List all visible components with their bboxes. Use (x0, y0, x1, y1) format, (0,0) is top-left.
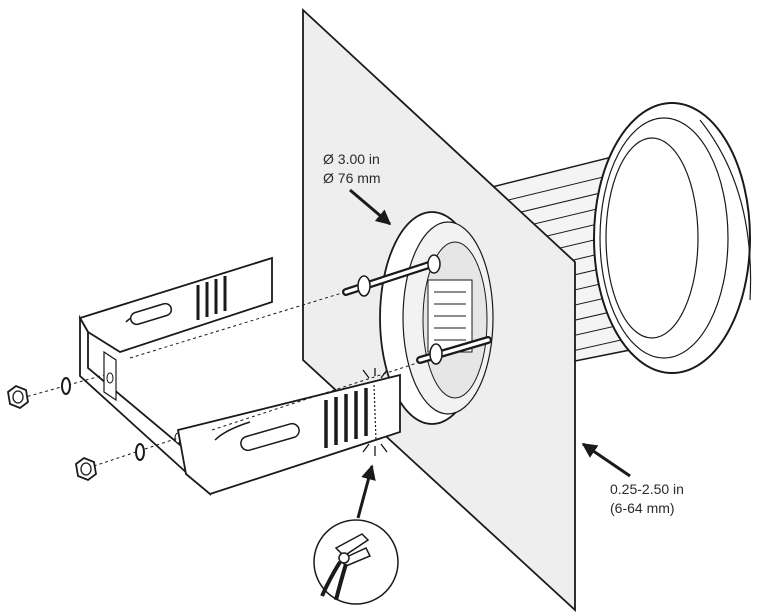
mounting-bolt-lower (416, 336, 492, 365)
fixture-lens (593, 102, 752, 374)
bracket-upper-arm (78, 256, 273, 353)
hole-diameter-inches-label: Ø 3.00 in (323, 151, 380, 167)
callout-arrow-icon (356, 464, 376, 519)
lock-washer-icon (135, 443, 145, 461)
callout-arrow-icon (581, 442, 631, 478)
mounting-bolt-upper (342, 254, 441, 297)
bracket-slot-upper (129, 302, 173, 326)
hole-diameter-mm-label: Ø 76 mm (323, 170, 381, 186)
callout-arrow-icon (349, 188, 392, 226)
cutting-pliers-icon (320, 533, 372, 601)
lock-washer-icon (61, 377, 71, 395)
bracket-grip-ribs-upper (196, 276, 227, 320)
panel-thickness-inches-label: 0.25-2.50 in (610, 481, 684, 497)
bracket-slot-lower (240, 422, 300, 452)
panel-thickness-mm-label: (6-64 mm) (610, 500, 675, 516)
bracket-grip-ribs-lower (324, 388, 368, 448)
mounting-bracket (78, 256, 401, 497)
hex-nut-icon (75, 456, 97, 482)
hex-nut-icon (7, 384, 29, 410)
pliers-inset (313, 464, 399, 605)
